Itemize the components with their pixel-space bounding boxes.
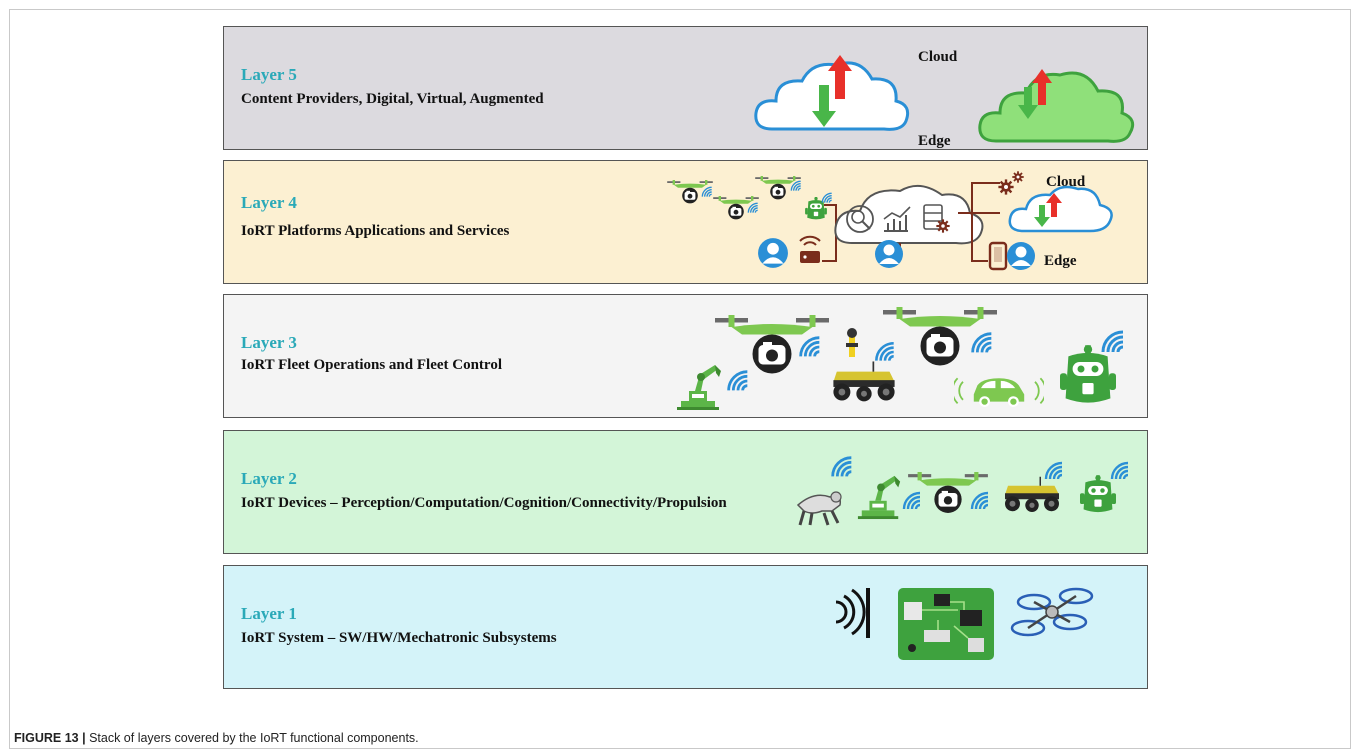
wifi-icon xyxy=(875,342,895,362)
user-icon xyxy=(875,240,903,268)
gear-icon xyxy=(936,219,950,233)
router-icon xyxy=(799,235,821,263)
rover-icon xyxy=(1005,476,1059,512)
layer-description: Content Providers, Digital, Virtual, Aug… xyxy=(241,91,544,107)
user-icon xyxy=(758,238,788,268)
edge-label: Edge xyxy=(1044,253,1077,269)
robot-icon xyxy=(1080,475,1116,513)
wifi-icon xyxy=(747,202,759,214)
layer-name: Layer 1 xyxy=(241,604,297,623)
caption-label: FIGURE 13 | xyxy=(14,731,86,745)
robot-icon xyxy=(846,328,858,357)
wifi-icon xyxy=(821,192,833,204)
robot-arm-icon xyxy=(677,365,721,410)
layer-description: IoRT Platforms Applications and Services xyxy=(241,223,510,239)
wifi-icon xyxy=(790,180,802,192)
quadcopter-icon xyxy=(1010,587,1094,637)
layer-name: Layer 5 xyxy=(241,65,297,84)
rover-icon xyxy=(833,361,895,402)
wifi-icon xyxy=(1101,330,1125,354)
user-icon xyxy=(1007,242,1035,270)
layer-2: Layer 2 IoRT Devices – Perception/Comput… xyxy=(223,430,1148,554)
gear-icon xyxy=(1012,171,1024,183)
layer-1: Layer 1 IoRT System – SW/HW/Mechatronic … xyxy=(223,565,1148,689)
wifi-icon xyxy=(799,336,821,358)
cloud-icon xyxy=(1008,185,1113,233)
wifi-icon xyxy=(727,370,749,392)
layer-name: Layer 2 xyxy=(241,469,297,488)
wireless-signal-icon xyxy=(835,588,870,638)
caption-text: Stack of layers covered by the IoRT func… xyxy=(89,731,419,745)
robot-arm-icon xyxy=(857,475,901,520)
layer-name: Layer 4 xyxy=(241,193,297,212)
wifi-icon xyxy=(1110,461,1130,481)
wifi-icon xyxy=(970,491,990,511)
robot-icon xyxy=(805,197,827,220)
cloud-label: Cloud xyxy=(1046,174,1086,190)
layer-name: Layer 3 xyxy=(241,333,297,352)
wifi-icon xyxy=(902,491,922,511)
cloud-icon xyxy=(834,184,984,245)
layer-description: IoRT System – SW/HW/Mechatronic Subsyste… xyxy=(241,630,557,646)
layer-description: IoRT Fleet Operations and Fleet Control xyxy=(241,357,502,373)
wifi-icon xyxy=(971,332,993,354)
figure-frame xyxy=(9,9,1351,749)
cloud-label: Cloud xyxy=(918,49,958,65)
wifi-icon xyxy=(831,456,853,478)
layer-description: IoRT Devices – Perception/Computation/Co… xyxy=(241,495,727,511)
phone-icon xyxy=(988,241,1008,271)
layer-5: Layer 5 Content Providers, Digital, Virt… xyxy=(223,26,1148,150)
figure-caption: FIGURE 13 | Stack of layers covered by t… xyxy=(14,731,419,745)
robot-dog-icon xyxy=(796,491,842,526)
robot-icon xyxy=(1060,345,1116,403)
wifi-icon xyxy=(1044,461,1064,481)
gear-icon xyxy=(998,179,1014,195)
cloud-icon xyxy=(978,69,1135,143)
circuit-board-icon xyxy=(898,588,994,660)
car-icon xyxy=(954,377,1044,408)
layer-4: Layer 4 IoRT Platforms Applications and … xyxy=(223,160,1148,284)
edge-label: Edge xyxy=(918,133,951,149)
cloud-icon xyxy=(754,55,910,131)
wifi-icon xyxy=(701,186,713,198)
layer-3: Layer 3 IoRT Fleet Operations and Fleet … xyxy=(223,294,1148,418)
